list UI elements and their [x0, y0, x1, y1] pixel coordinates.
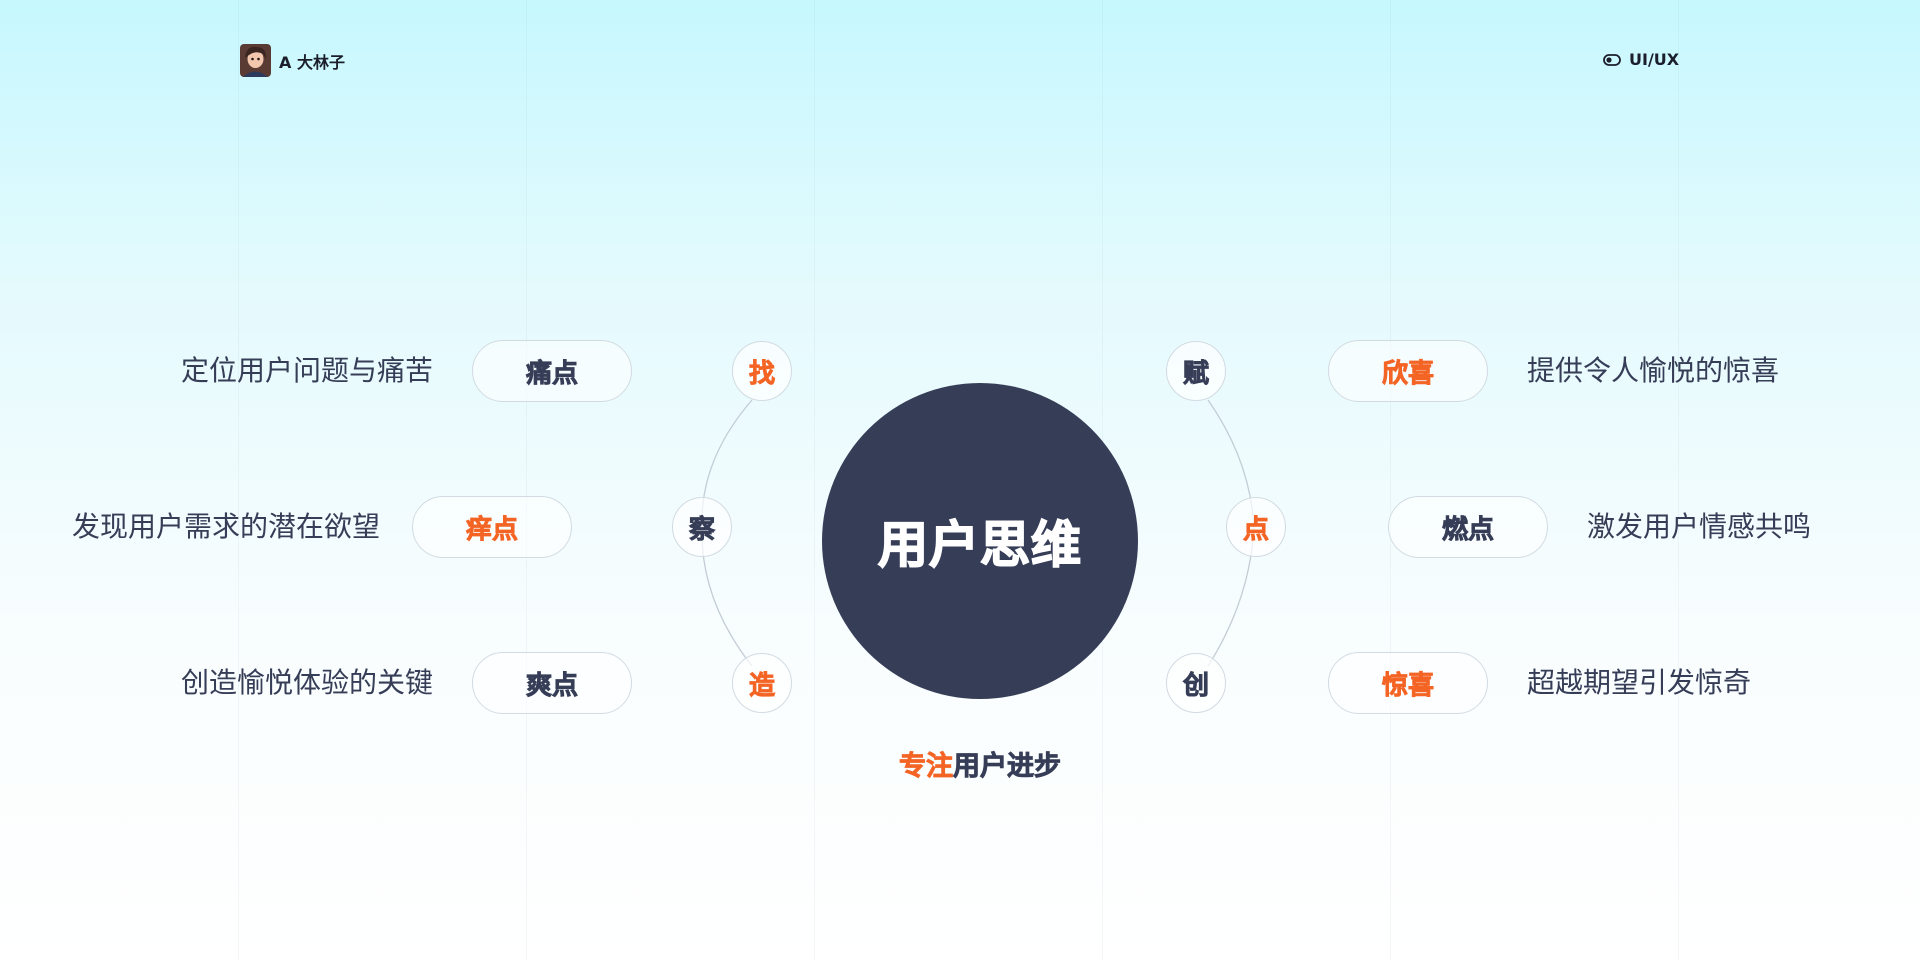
slogan: 专注用户进步	[780, 744, 1180, 783]
pill-right-mid: 燃点	[1388, 496, 1548, 558]
guide-line	[1390, 0, 1391, 960]
slogan-rest: 用户进步	[953, 751, 1062, 783]
node-left-top: 找	[732, 341, 792, 401]
center-circle: 用户思维	[822, 383, 1138, 699]
tag-area: UI/UX	[1603, 50, 1679, 69]
pill-left-top: 痛点	[472, 340, 632, 402]
node-left-bottom: 造	[732, 653, 792, 713]
pill-right-top: 欣喜	[1328, 340, 1488, 402]
desc-left-mid: 发现用户需求的潜在欲望	[71, 510, 380, 543]
desc-right-top: 提供令人愉悦的惊喜	[1527, 354, 1780, 387]
node-right-mid: 点	[1226, 497, 1286, 557]
desc-left-bottom: 创造愉悦体验的关键	[180, 666, 433, 699]
guide-line	[238, 0, 239, 960]
center-title: 用户思维	[877, 515, 1082, 575]
node-right-top: 赋	[1166, 341, 1226, 401]
guide-line	[526, 0, 527, 960]
desc-right-mid: 激发用户情感共鸣	[1587, 510, 1812, 543]
node-right-bottom: 创	[1166, 653, 1226, 713]
guide-line	[814, 0, 815, 960]
pill-left-mid: 痒点	[412, 496, 572, 558]
brand-area: A 大林子	[240, 44, 345, 77]
slogan-highlight: 专注	[899, 751, 954, 783]
tag-label: UI/UX	[1629, 50, 1680, 69]
desc-left-top: 定位用户问题与痛苦	[180, 354, 433, 387]
pill-right-bottom: 惊喜	[1328, 652, 1488, 714]
toggle-icon	[1603, 53, 1621, 66]
pill-left-bottom: 爽点	[472, 652, 632, 714]
node-left-mid: 察	[672, 497, 732, 557]
avatar-portrait-icon	[240, 44, 271, 77]
brand-name: A 大林子	[279, 52, 345, 72]
desc-right-bottom: 超越期望引发惊奇	[1527, 666, 1752, 699]
guide-line	[1678, 0, 1679, 960]
